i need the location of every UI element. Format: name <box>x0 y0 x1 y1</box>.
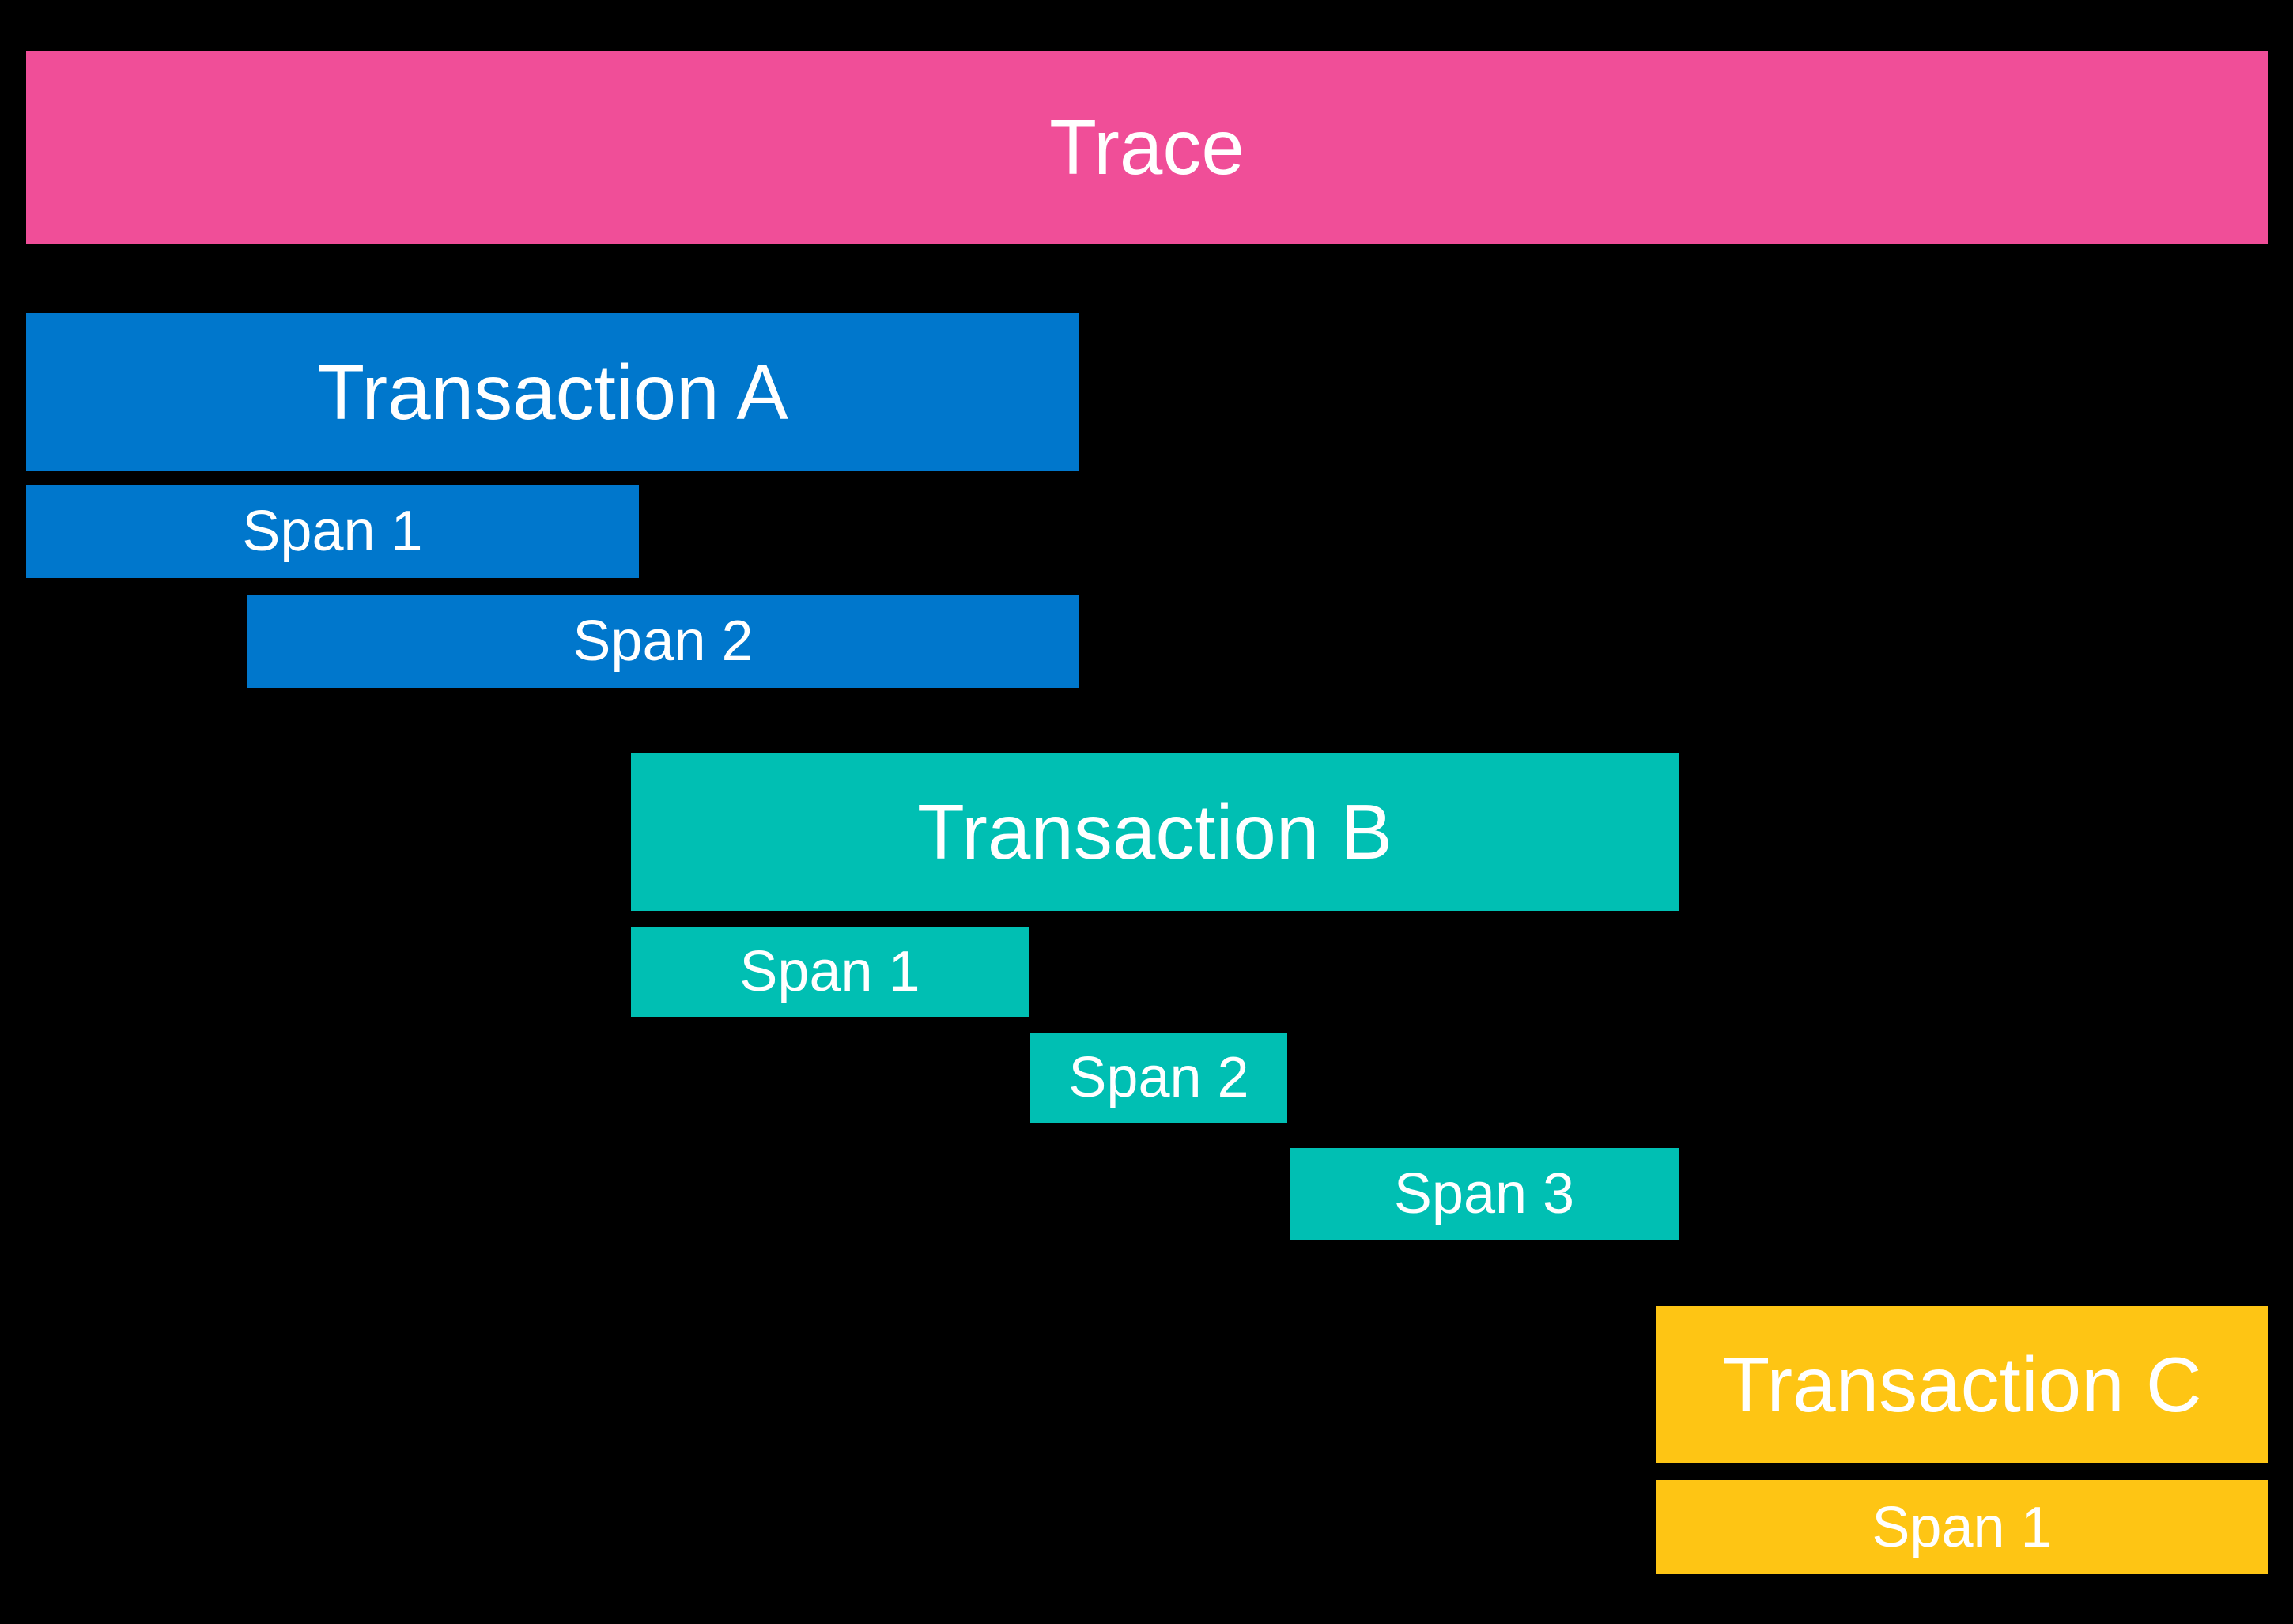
transaction-a-span-2-bar-label: Span 2 <box>572 610 754 673</box>
transaction-c-bar-label: Transaction C <box>1722 1341 2202 1428</box>
transaction-b-span-2-bar-label: Span 2 <box>1068 1046 1249 1109</box>
trace-bar-label: Trace <box>1049 104 1245 191</box>
transaction-b-span-1-bar-label: Span 1 <box>739 940 920 1003</box>
transaction-b-bar: Transaction B <box>631 753 1679 911</box>
transaction-b-span-1-bar: Span 1 <box>631 927 1029 1017</box>
transaction-c-span-1-bar: Span 1 <box>1656 1480 2268 1574</box>
transaction-b-span-3-bar: Span 3 <box>1290 1148 1679 1240</box>
transaction-b-span-3-bar-label: Span 3 <box>1393 1162 1575 1226</box>
transaction-b-span-2-bar: Span 2 <box>1030 1033 1287 1123</box>
transaction-a-span-1-bar: Span 1 <box>26 485 639 578</box>
transaction-a-span-1-bar-label: Span 1 <box>242 500 423 563</box>
transaction-a-bar-label: Transaction A <box>317 349 788 436</box>
transaction-c-bar: Transaction C <box>1656 1306 2268 1463</box>
transaction-a-span-2-bar: Span 2 <box>247 595 1079 688</box>
transaction-c-span-1-bar-label: Span 1 <box>1872 1495 2053 1559</box>
transaction-a-bar: Transaction A <box>26 313 1079 471</box>
trace-bar: Trace <box>26 51 2268 244</box>
transaction-b-bar-label: Transaction B <box>917 788 1392 875</box>
